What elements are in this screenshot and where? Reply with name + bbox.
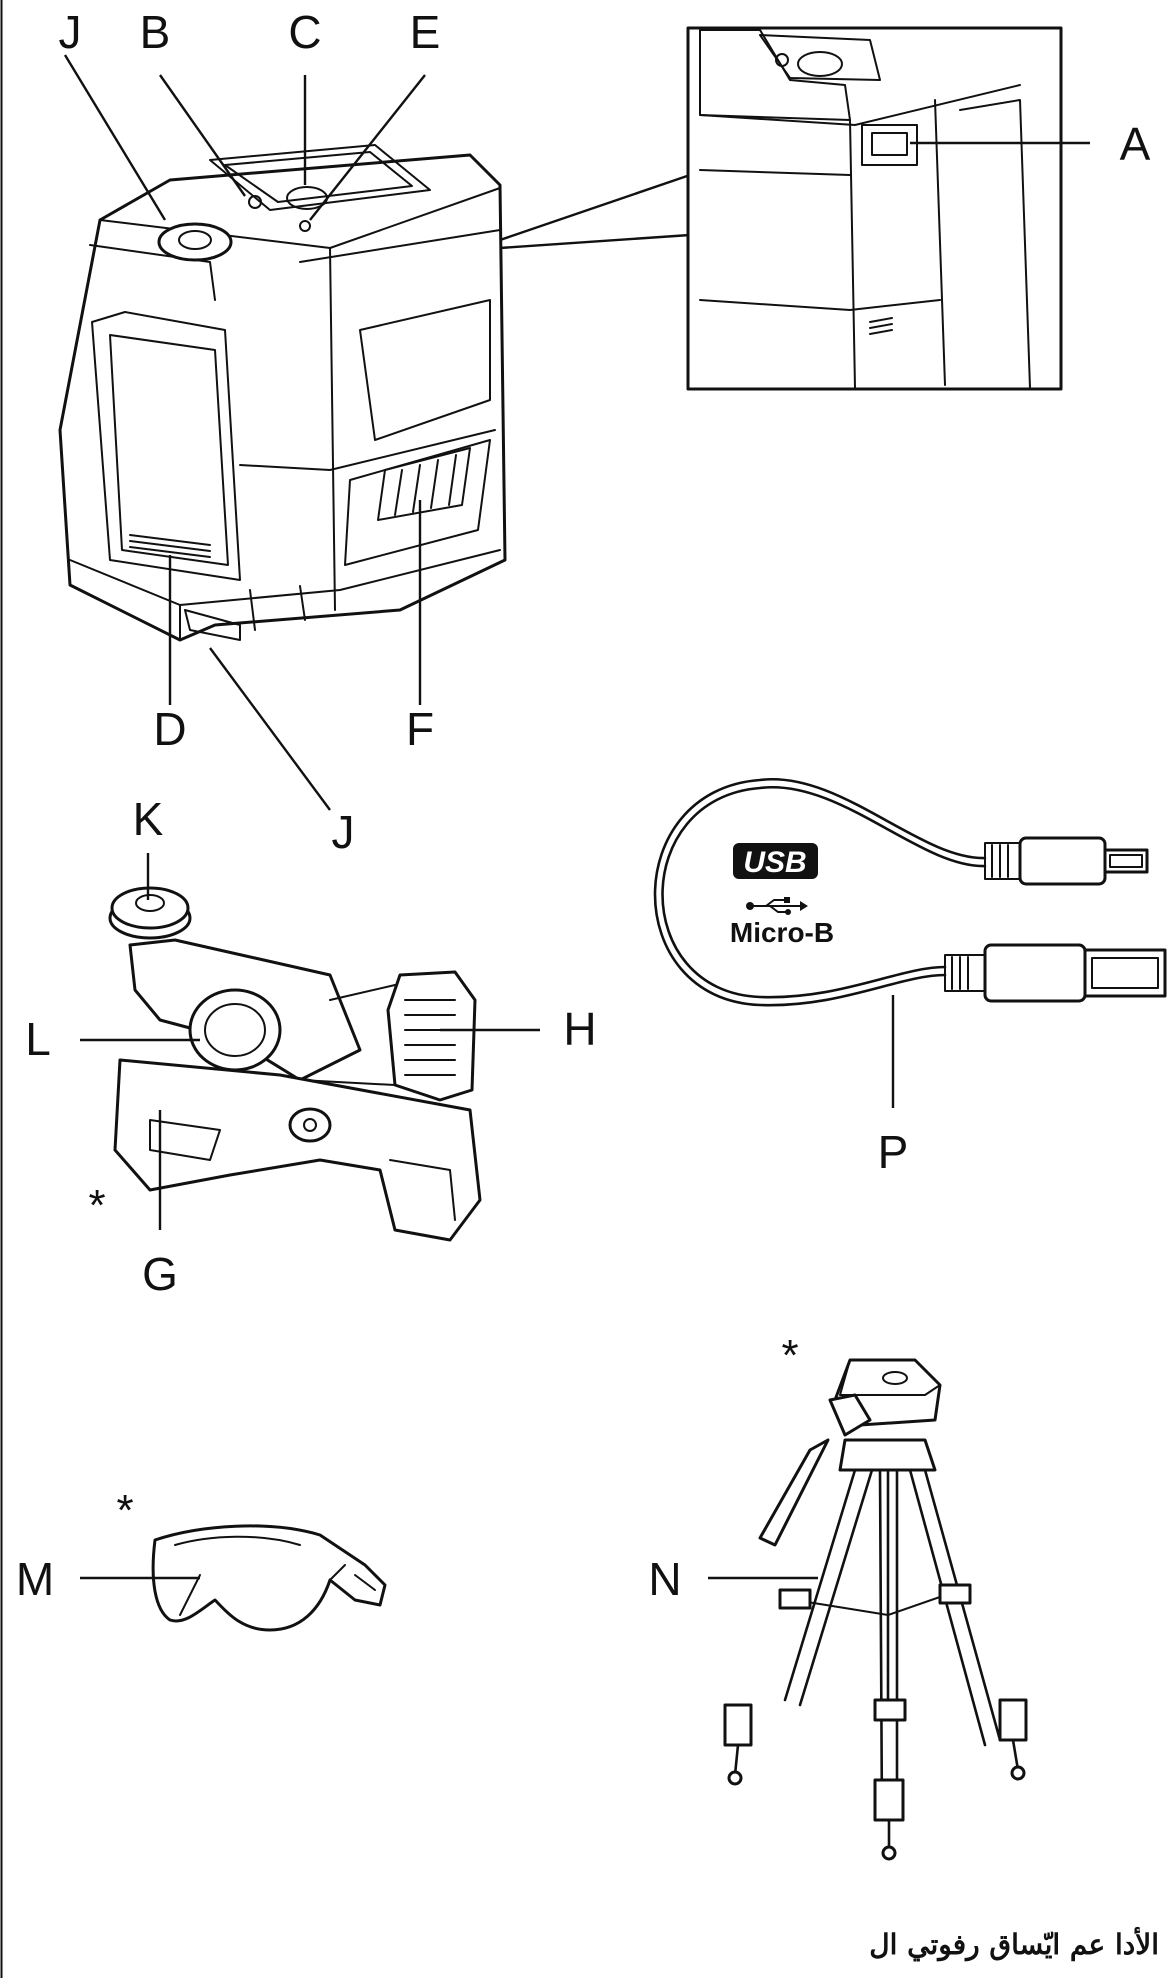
usb-port-detail [686, 26, 1063, 391]
asterisk-tripod: * [781, 1331, 798, 1380]
part-labels: J B C E A D F J K L H G P M N [16, 6, 1151, 1605]
label-p: P [878, 1126, 909, 1178]
label-m: M [16, 1553, 54, 1605]
zoom-line-bottom [499, 233, 691, 250]
safety-glasses [151, 1524, 387, 1632]
bottom-mount [184, 609, 241, 641]
label-j-bottom: J [332, 806, 355, 858]
label-a: A [1120, 118, 1151, 170]
label-l: L [25, 1013, 51, 1065]
label-f: F [406, 703, 434, 755]
clamp-mount [108, 886, 482, 1242]
usb-icon [746, 897, 808, 915]
label-d: D [153, 703, 186, 755]
usb-cable: USB Micro-B [653, 777, 1167, 1007]
button-b [248, 195, 262, 209]
label-c: C [288, 6, 321, 58]
footer-caption: الأدا عم ايّساق رفوتي ال [869, 1928, 1159, 1961]
label-b: B [140, 6, 171, 58]
label-k: K [133, 793, 164, 845]
optional-markers: * * * [88, 1181, 798, 1535]
label-j-top: J [59, 6, 82, 58]
label-g: G [142, 1248, 178, 1300]
usb-a-connector [944, 943, 1167, 1003]
side-vents [129, 534, 211, 558]
asterisk-glasses: * [116, 1486, 133, 1535]
micro-b-connector [984, 836, 1149, 886]
indicator-e [299, 220, 311, 232]
top-knob [157, 222, 233, 262]
zoom-line-top [499, 173, 691, 242]
usb-type-label: Micro-B [730, 917, 834, 948]
label-h: H [563, 1003, 596, 1055]
label-n: N [648, 1553, 681, 1605]
usb-badge [733, 843, 818, 879]
laser-level-unit [58, 144, 507, 642]
asterisk-clamp: * [88, 1181, 105, 1230]
tripod [723, 1358, 1028, 1861]
label-e: E [410, 6, 441, 58]
usb-badge-text: USB [743, 846, 806, 879]
leader-lines [63, 54, 1090, 1580]
